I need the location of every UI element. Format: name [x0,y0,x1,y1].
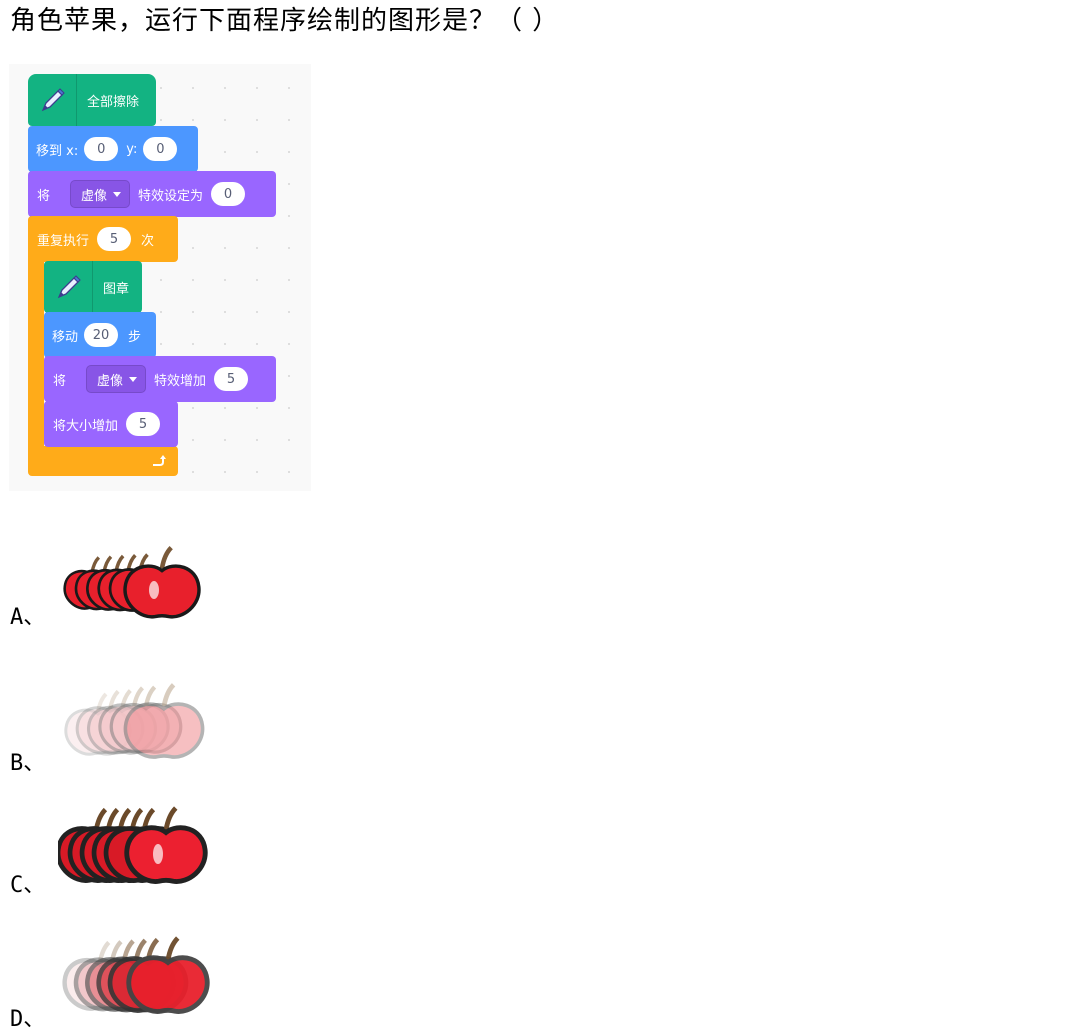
question-text: 角色苹果，运行下面程序绘制的图形是？（ ） [10,6,560,36]
change-size-label: 将大小增加 [53,418,119,434]
set-effect-prefix: 将 [37,188,51,204]
repeat-count-input[interactable]: 5 [97,227,132,251]
change-effect-value-input[interactable]: 5 [214,367,249,391]
repeat-arrow-icon [153,455,166,466]
goto-y-input[interactable]: 0 [143,137,178,161]
option-a-image[interactable] [58,540,218,636]
option-c-image[interactable] [58,796,218,892]
goto-y-label: y: [126,141,138,157]
option-c-label: C、 [10,873,46,898]
repeat-header: 重复执行 5 次 [28,216,178,262]
option-a-label: A、 [10,605,46,630]
repeat-footer [28,446,178,476]
goto-label: 移到 x: [36,143,79,159]
change-effect-prefix: 将 [53,373,67,389]
goto-x-input[interactable]: 0 [84,137,119,161]
repeat-block[interactable]: 重复执行 5 次 [28,216,178,478]
option-d-label: D、 [10,1007,46,1032]
move-steps-input[interactable]: 20 [84,323,119,347]
move-steps-block[interactable]: 移动 20 步 [44,312,156,358]
set-effect-value-input[interactable]: 0 [211,182,246,206]
stamp-block[interactable]: 图章 [44,261,142,313]
repeat-spine [28,260,44,456]
change-effect-label: 特效增加 [154,373,207,389]
change-effect-dropdown[interactable]: 虚像 [86,365,147,393]
change-size-value-input[interactable]: 5 [126,412,161,436]
erase-all-block[interactable]: 全部擦除 [28,74,156,126]
move-suffix: 步 [128,329,142,345]
erase-all-label: 全部擦除 [87,94,140,110]
change-effect-block[interactable]: 将 虚像 特效增加 5 [44,356,276,402]
scratch-code-area: 全部擦除 移到 x: 0 y: 0 将 虚像 特效设定为 0 重复执行 5 次 [9,64,311,491]
set-effect-option: 虚像 [81,188,108,204]
set-effect-block[interactable]: 将 虚像 特效设定为 0 [28,171,276,217]
option-d-image[interactable] [58,926,218,1022]
repeat-suffix: 次 [141,233,155,249]
change-effect-option: 虚像 [97,373,124,389]
pen-icon [44,261,93,313]
pen-icon [28,74,77,126]
option-b-label: B、 [10,751,46,776]
change-size-block[interactable]: 将大小增加 5 [44,401,178,447]
stamp-label: 图章 [103,281,130,297]
set-effect-dropdown[interactable]: 虚像 [70,180,131,208]
move-label: 移动 [52,329,79,345]
set-effect-label: 特效设定为 [138,188,204,204]
repeat-label: 重复执行 [37,233,90,249]
goto-xy-block[interactable]: 移到 x: 0 y: 0 [28,126,198,172]
option-b-image[interactable] [58,676,218,772]
dropdown-caret-icon [129,376,138,382]
dropdown-caret-icon [113,191,122,197]
